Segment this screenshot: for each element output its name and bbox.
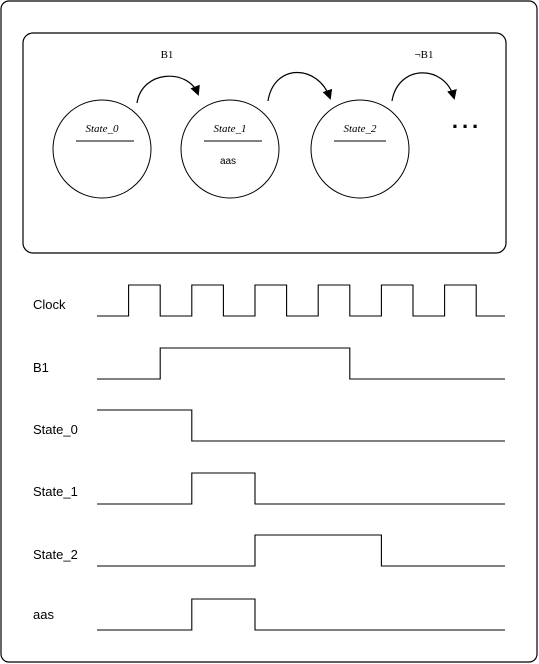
waveform-b1: [97, 347, 505, 380]
state-machine-panel: [22, 32, 507, 254]
state-node-1: State_1 aas: [180, 99, 280, 199]
waveform-state-1: [97, 472, 505, 505]
state-name: State_2: [344, 123, 377, 135]
waveform-state-2: [97, 534, 505, 567]
transition-0-to-1: B1: [136, 49, 200, 104]
signal-label-clock: Clock: [33, 297, 66, 312]
waveform-aas: [97, 598, 505, 631]
signal-label-state-2: State_2: [33, 547, 78, 562]
waveform-state-0: [97, 409, 505, 442]
signal-label-b1: B1: [33, 360, 49, 375]
transition-label: ¬B1: [414, 49, 433, 61]
continuation-ellipsis: ...: [452, 108, 482, 133]
timing-diagram: Clock B1 State_0 State_1 State_2 aas: [33, 284, 505, 631]
state-node-0: State_0: [52, 99, 152, 199]
transition-1-to-2: [267, 72, 333, 102]
waveform-clock: [97, 284, 505, 317]
state-output: aas: [220, 156, 236, 167]
state-node-2: State_2: [310, 99, 410, 199]
state-name: State_0: [86, 123, 119, 135]
transition-label: B1: [161, 49, 174, 61]
signal-label-aas: aas: [33, 607, 54, 622]
signal-label-state-1: State_1: [33, 484, 78, 499]
state-name: State_1: [214, 123, 247, 135]
transition-2-to-next: ¬B1: [391, 49, 457, 102]
signal-label-state-0: State_0: [33, 422, 78, 437]
